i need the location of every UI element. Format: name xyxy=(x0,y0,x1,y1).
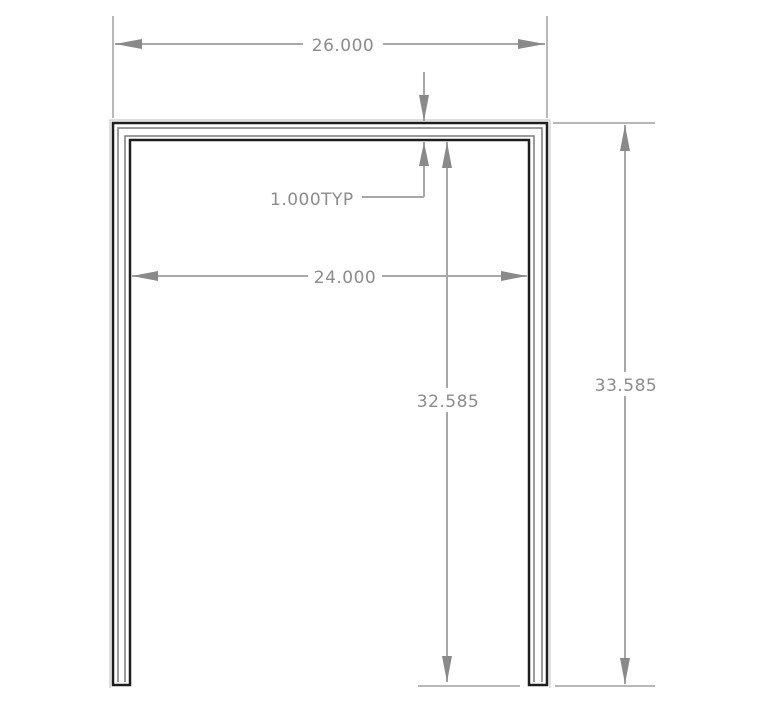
frame-outline xyxy=(109,119,551,688)
dimension-overall-height: 33.585 xyxy=(553,122,664,687)
dim-label-overall-width: 26.000 xyxy=(312,36,374,56)
dimension-inner-width: 24.000 xyxy=(132,264,527,288)
dim-label-overall-height: 33.585 xyxy=(595,376,657,396)
dim-label-inner-width: 24.000 xyxy=(314,268,376,288)
dimension-inner-height: 32.585 xyxy=(410,142,520,687)
dim-label-inner-height: 32.585 xyxy=(417,392,479,412)
dim-label-wall-thickness: 1.000TYP xyxy=(270,190,354,210)
dimension-wall-thickness: 1.000TYP xyxy=(270,72,429,210)
dimension-overall-width: 26.000 xyxy=(112,16,548,118)
